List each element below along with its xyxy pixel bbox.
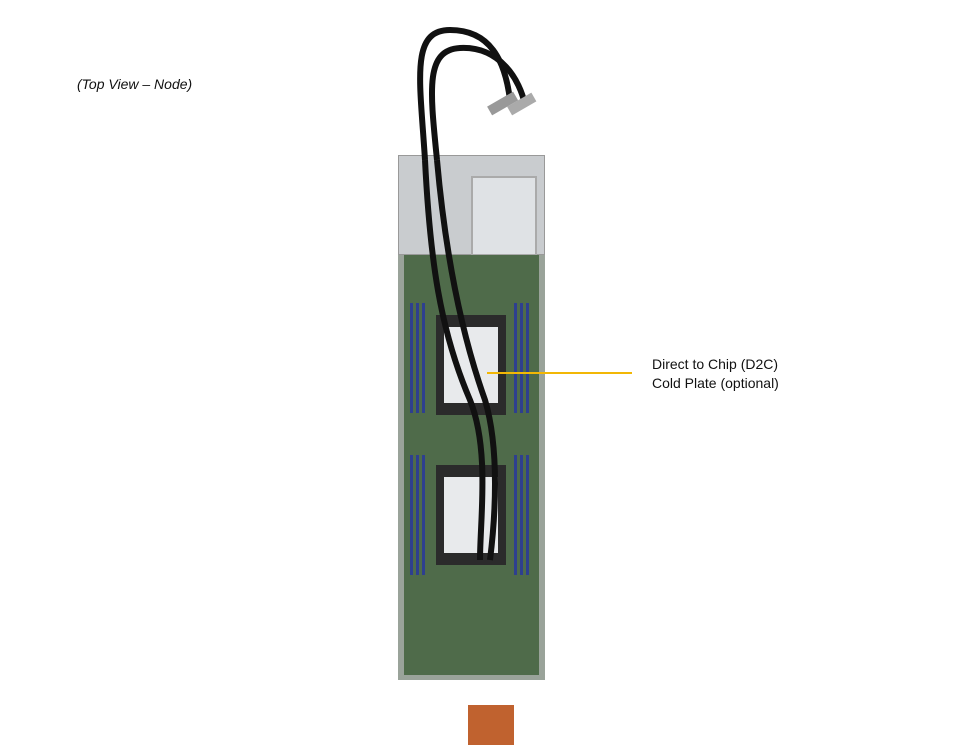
chassis-front [398, 155, 545, 256]
view-caption: (Top View – Node) [77, 76, 193, 92]
callout-label: Direct to Chip (D2C) Cold Plate (optiona… [652, 355, 779, 393]
callout-leader-line [487, 372, 632, 374]
server-node-photo [398, 155, 545, 745]
callout-line-1: Direct to Chip (D2C) [652, 356, 779, 372]
callout-line-2: Cold Plate (optional) [652, 375, 779, 391]
coolant-hoses [417, 26, 537, 561]
